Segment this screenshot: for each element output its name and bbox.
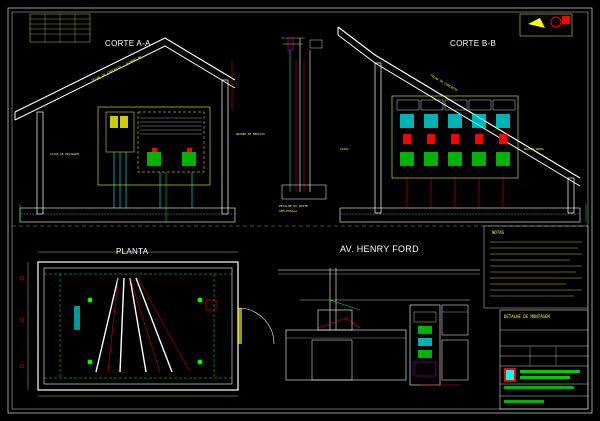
- sheet-border: [7, 7, 593, 414]
- sheet-inner-border: [11, 11, 589, 410]
- section-b-b: TELHA DE CONCRETO QUADRO GERAL CAIXA: [337, 26, 581, 223]
- svg-text:CAIXA: CAIXA: [340, 147, 349, 151]
- revision-table: [29, 13, 91, 43]
- title-block: [499, 309, 589, 410]
- svg-text:CAIXA DE PASSAGEM: CAIXA DE PASSAGEM: [50, 152, 79, 156]
- meter-row: [396, 99, 516, 166]
- legend-title: DETALHE DE MONTAGEM: [504, 314, 550, 319]
- svg-text:TELHA DE CONCRETO: TELHA DE CONCRETO: [430, 73, 459, 92]
- svg-text:QUADRO GERAL: QUADRO GERAL: [524, 147, 545, 151]
- svg-text:SEM ESCALA: SEM ESCALA: [279, 209, 297, 213]
- plan-view: [19, 251, 275, 397]
- section-b-title: CORTE B-B: [450, 39, 497, 48]
- notes-title: NOTAS: [492, 230, 505, 235]
- svg-text:TELHA DE CONCRETO - ACORDO M1: TELHA DE CONCRETO - ACORDO M1: [91, 55, 143, 83]
- street-title: AV. HENRY FORD: [340, 244, 419, 254]
- svg-text:QUADRO DE MEDICAO: QUADRO DE MEDICAO: [236, 132, 265, 136]
- section-a-a: TELHA DE CONCRETO - ACORDO M1 QUADRO DE …: [14, 37, 265, 223]
- plan-title: PLANTA: [116, 247, 149, 256]
- logo-block: [519, 13, 573, 37]
- center-pole-detail: DETALHE DO POSTE SEM ESCALA: [279, 37, 327, 213]
- street-elevation: [278, 268, 480, 386]
- section-a-title: CORTE A-A: [105, 39, 151, 48]
- svg-text:DETALHE DO POSTE: DETALHE DO POSTE: [279, 204, 308, 208]
- notes-block: [483, 225, 589, 309]
